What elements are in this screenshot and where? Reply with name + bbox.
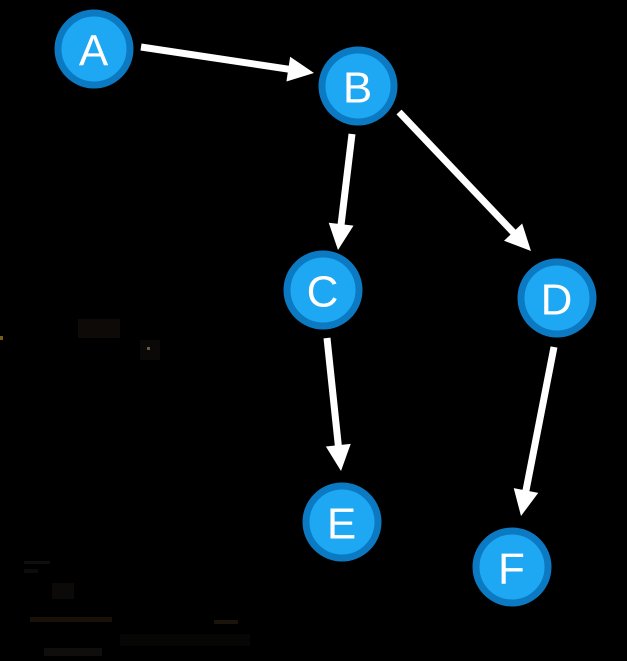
node-circle[interactable] [54, 9, 134, 89]
edge-C-E [323, 337, 351, 471]
artifact-smudge [78, 319, 120, 338]
node-A[interactable]: A [54, 9, 134, 89]
node-circle[interactable] [517, 258, 597, 338]
arrowhead-icon [513, 488, 539, 516]
artifact-smudge [30, 617, 112, 622]
node-D[interactable]: D [517, 258, 597, 338]
node-label: D [541, 276, 574, 325]
node-F[interactable]: F [472, 527, 552, 607]
edge-A-B [140, 43, 314, 82]
artifact-smudge [24, 561, 50, 564]
node-circle[interactable] [318, 46, 398, 126]
node-C[interactable]: C [283, 250, 363, 330]
artifact-smudge [147, 347, 150, 350]
edge-line [396, 109, 518, 237]
node-circle[interactable] [302, 482, 382, 562]
node-B[interactable]: B [318, 46, 398, 126]
node-label: C [307, 268, 340, 317]
node-label: E [327, 500, 357, 549]
arrowhead-icon [328, 222, 354, 250]
artifact-smudge [120, 634, 250, 646]
artifact-smudge [44, 648, 102, 656]
node-circle[interactable] [472, 527, 552, 607]
arrowhead-icon [325, 443, 351, 471]
edge-B-D [396, 109, 531, 251]
node-E[interactable]: E [302, 482, 382, 562]
arrowhead-icon [286, 56, 314, 82]
edge-line [522, 346, 558, 494]
artifact-smudge [0, 336, 3, 340]
node-label: B [343, 64, 373, 113]
edge-line [323, 337, 342, 448]
node-label: A [79, 27, 109, 76]
artifact-smudge [24, 569, 38, 573]
edge-line [337, 133, 356, 227]
artifact-smudge [52, 583, 74, 599]
edge-B-C [328, 133, 356, 250]
edge-D-F [513, 346, 558, 516]
arrowhead-icon [504, 223, 531, 251]
artifact-smudge [214, 620, 238, 624]
edge-line [140, 43, 291, 73]
node-label: F [498, 545, 526, 594]
node-circle[interactable] [283, 250, 363, 330]
